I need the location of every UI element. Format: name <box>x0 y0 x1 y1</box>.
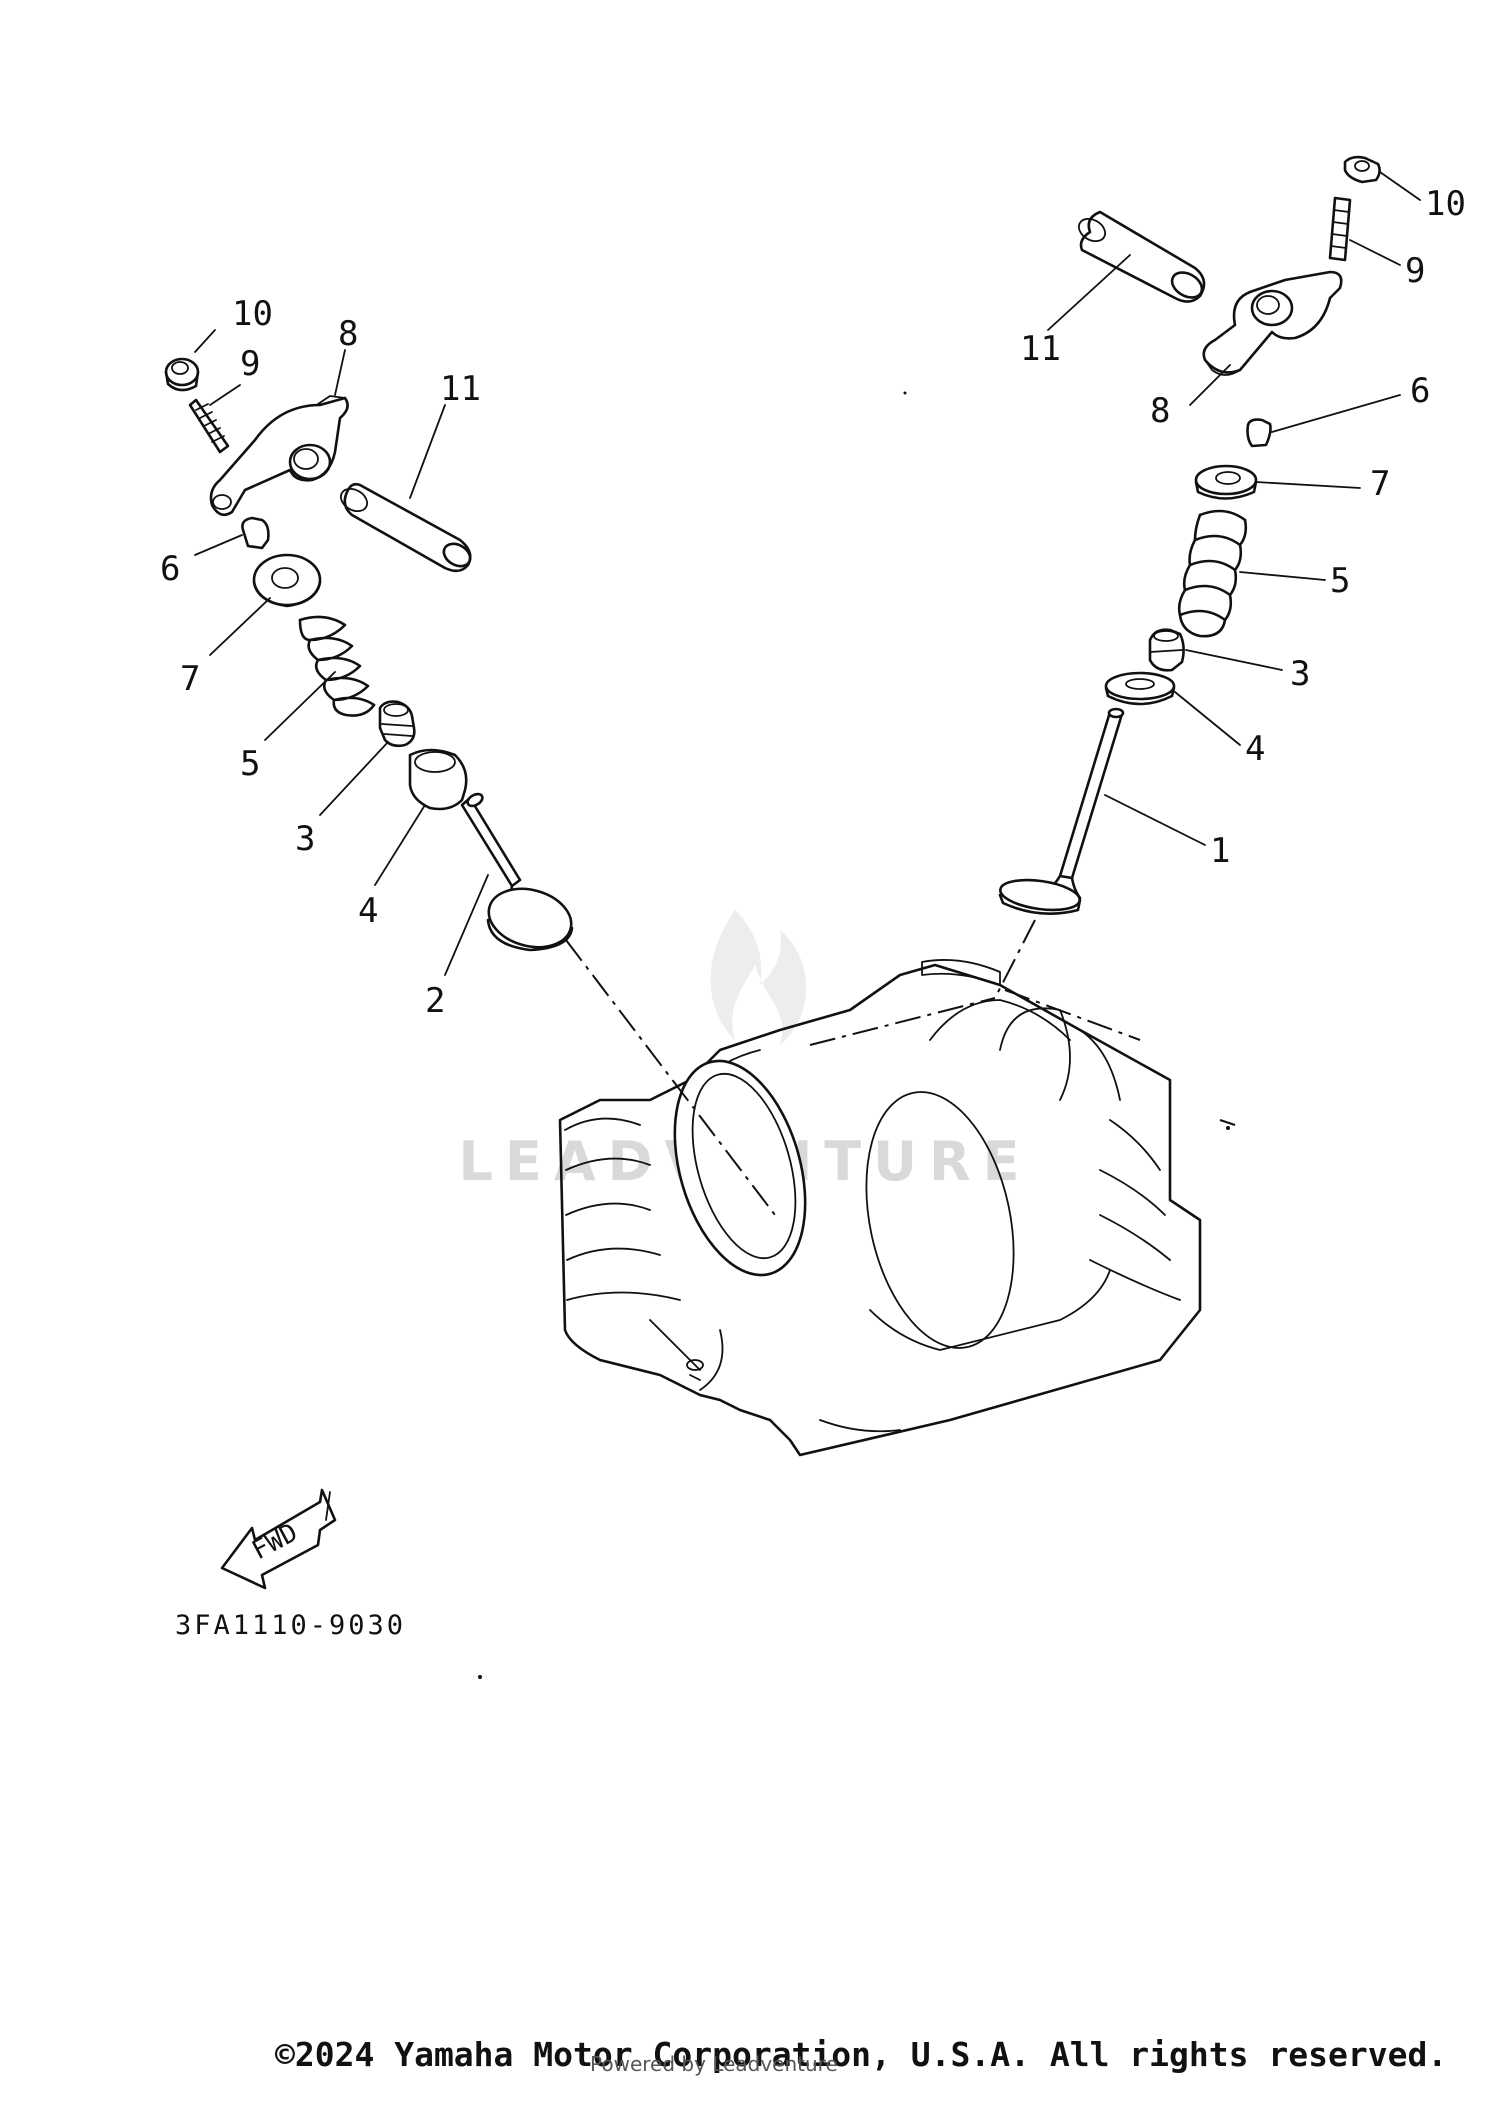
callout-right-1: 1 <box>1210 831 1230 871</box>
callout-labels: 10 9 8 11 6 7 5 3 4 2 10 9 11 8 6 7 5 3 … <box>160 184 1466 1021</box>
right-part-6-valve-cotter <box>1246 418 1272 448</box>
left-valve-train <box>164 357 574 952</box>
callout-right-9: 9 <box>1405 251 1425 291</box>
callout-right-5: 5 <box>1330 561 1350 601</box>
right-part-9-adjusting-screw <box>1328 196 1352 262</box>
callout-left-8: 8 <box>338 314 358 354</box>
callout-left-3: 3 <box>295 819 315 859</box>
callout-left-10: 10 <box>232 294 273 334</box>
callout-right-4: 4 <box>1245 729 1265 769</box>
callout-left-9: 9 <box>240 344 260 384</box>
assembly-center-lines <box>565 919 1236 1216</box>
cylinder-head <box>558 959 1202 1457</box>
left-part-2-exhaust-valve <box>460 792 574 952</box>
left-part-7-spring-retainer <box>252 553 322 608</box>
right-part-4-spring-seat <box>1104 671 1176 706</box>
left-part-4-spring-seat <box>408 748 468 811</box>
powered-by-text: Powered by Leadventure <box>590 2052 838 2076</box>
right-part-7-spring-retainer <box>1194 464 1258 500</box>
left-part-5-valve-spring <box>298 615 376 717</box>
left-part-11-rocker-shaft <box>339 482 472 573</box>
callout-right-8: 8 <box>1150 391 1170 431</box>
callout-left-4: 4 <box>358 891 378 931</box>
left-part-10-locknut <box>164 357 200 392</box>
copyright-notice: ©2024 Yamaha Motor Corporation, U.S.A. A… <box>275 2035 1448 2074</box>
callout-left-11: 11 <box>440 369 481 409</box>
right-valve-train <box>998 155 1381 915</box>
forward-arrow: FWD <box>220 1488 337 1590</box>
callout-left-2: 2 <box>425 981 445 1021</box>
callout-left-5: 5 <box>240 744 260 784</box>
callout-right-3: 3 <box>1290 654 1310 694</box>
diagram-code: 3FA1110-9030 <box>175 1610 407 1641</box>
callout-left-7: 7 <box>180 659 200 699</box>
left-part-3-valve-stem-seal <box>378 700 416 748</box>
leader-lines <box>194 171 1421 976</box>
right-part-8-rocker-arm <box>1202 270 1343 376</box>
right-part-1-intake-valve <box>998 707 1125 915</box>
callout-left-6: 6 <box>160 549 180 589</box>
right-part-3-valve-stem-seal <box>1148 628 1185 672</box>
watermark-flame-logo <box>710 910 807 1045</box>
right-part-10-locknut <box>1343 155 1381 184</box>
callout-right-6: 6 <box>1410 371 1430 411</box>
left-part-6-valve-cotter <box>241 516 270 550</box>
right-part-11-rocker-shaft <box>1077 210 1206 303</box>
callout-right-10: 10 <box>1425 184 1466 224</box>
left-part-9-adjusting-screw <box>188 398 230 454</box>
right-part-5-valve-spring <box>1177 509 1248 638</box>
left-part-8-rocker-arm <box>209 395 349 517</box>
callout-right-11: 11 <box>1020 329 1061 369</box>
callout-right-7: 7 <box>1370 464 1390 504</box>
